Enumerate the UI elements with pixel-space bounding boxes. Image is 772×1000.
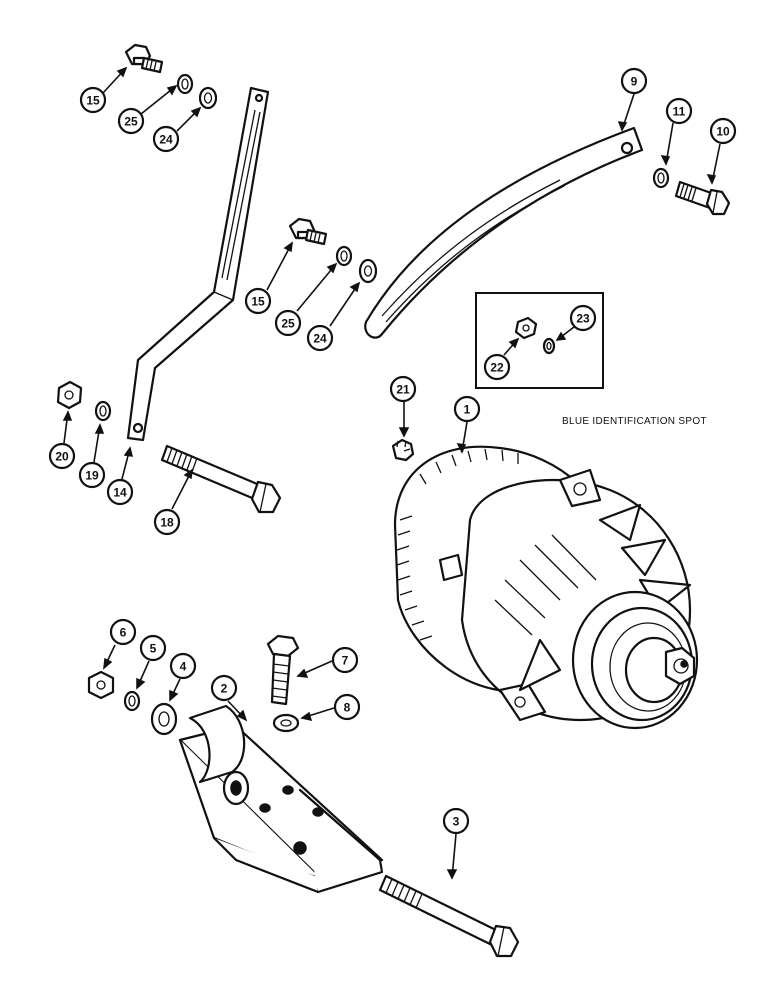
alternator — [393, 445, 699, 730]
callout-9: 9 — [620, 67, 648, 95]
callout-number: 1 — [464, 403, 471, 417]
callout-21: 21 — [389, 375, 417, 403]
callout-number: 25 — [124, 115, 138, 129]
callout-ring — [333, 693, 361, 721]
callout-14: 14 — [106, 478, 134, 506]
callout-number: 3 — [453, 815, 460, 829]
callout-number: 9 — [631, 75, 638, 89]
lock-washer-middle — [335, 245, 353, 267]
callout-number: 2 — [221, 682, 228, 696]
callout-ring — [331, 646, 359, 674]
callout-20: 20 — [48, 442, 76, 470]
callout-23: 23 — [569, 304, 597, 332]
callout-number: 4 — [180, 660, 187, 674]
callout-ring — [78, 461, 106, 489]
callout-number: 19 — [85, 469, 99, 483]
callout-ring — [244, 287, 272, 315]
lock-washer-left — [94, 400, 112, 422]
callout-18: 18 — [153, 508, 181, 536]
callout-3: 3 — [442, 807, 470, 835]
callout-ring — [453, 395, 481, 423]
callout-15: 15 — [79, 86, 107, 114]
adjusting-strap-right — [364, 126, 644, 339]
callout-ring — [48, 442, 76, 470]
long-bolt-upper — [160, 444, 282, 514]
callout-ring — [306, 324, 334, 352]
long-bolt-lower — [378, 874, 520, 958]
flat-washer-middle — [358, 258, 378, 284]
callout-6: 6 — [109, 618, 137, 646]
callout-number: 24 — [159, 133, 173, 147]
callout-number: 20 — [55, 450, 69, 464]
callout-24: 24 — [306, 324, 334, 352]
callout-10: 10 — [709, 117, 737, 145]
callout-ring — [109, 618, 137, 646]
callout-ring — [569, 304, 597, 332]
callout-ring — [153, 508, 181, 536]
callout-11: 11 — [665, 97, 693, 125]
callout-ring — [79, 86, 107, 114]
flat-washer-lower — [150, 702, 178, 736]
callout-ring — [389, 375, 417, 403]
callout-ring — [106, 478, 134, 506]
callout-number: 14 — [113, 486, 127, 500]
callout-number: 25 — [281, 317, 295, 331]
castle-nut — [391, 438, 415, 462]
callout-ring — [442, 807, 470, 835]
callout-number: 8 — [344, 701, 351, 715]
callout-ring — [139, 634, 167, 662]
callout-number: 11 — [673, 105, 686, 119]
flange-screw-top — [124, 43, 164, 74]
leader-lines — [62, 66, 721, 880]
callout-number: 23 — [576, 312, 590, 326]
lock-washer-lower — [123, 690, 141, 712]
adjusting-strap-left — [126, 86, 270, 442]
callout-24: 24 — [152, 125, 180, 153]
callout-ring — [709, 117, 737, 145]
callout-ring — [620, 67, 648, 95]
callout-ring — [117, 107, 145, 135]
callout-number: 7 — [342, 654, 349, 668]
hex-nut-left — [56, 380, 83, 410]
callout-25: 25 — [117, 107, 145, 135]
callout-ring — [152, 125, 180, 153]
callout-number: 15 — [251, 295, 265, 309]
lock-washer-right — [652, 167, 670, 189]
callout-number: 24 — [313, 332, 327, 346]
callout-ring — [169, 652, 197, 680]
callout-number: 21 — [396, 383, 410, 397]
identification-note: BLUE IDENTIFICATION SPOT — [562, 416, 707, 427]
callout-ring — [483, 353, 511, 381]
callout-number: 6 — [120, 626, 127, 640]
callout-4: 4 — [169, 652, 197, 680]
callout-ring — [210, 674, 238, 702]
callout-ring — [274, 309, 302, 337]
callout-number: 5 — [150, 642, 157, 656]
callout-number: 18 — [160, 516, 174, 530]
washer-vertical-bolt — [272, 713, 300, 733]
lock-washer-top — [176, 73, 194, 95]
callout-7: 7 — [331, 646, 359, 674]
callout-1: 1 — [453, 395, 481, 423]
mounting-bracket — [178, 704, 384, 894]
hex-nut-lower — [87, 670, 115, 700]
callout-number: 22 — [490, 361, 504, 375]
callout-layer: 15 25 24 9 11 10 15 25 24 23 22 20 19 14 21 1 18 6 5 4 2 7 8 3 — [48, 67, 737, 835]
flat-washer-top — [198, 86, 218, 110]
bolt-vertical — [266, 634, 300, 706]
callout-22: 22 — [483, 353, 511, 381]
callout-5: 5 — [139, 634, 167, 662]
callout-number: 10 — [716, 125, 730, 139]
callout-15: 15 — [244, 287, 272, 315]
callout-8: 8 — [333, 693, 361, 721]
callout-19: 19 — [78, 461, 106, 489]
callout-ring — [665, 97, 693, 125]
callout-2: 2 — [210, 674, 238, 702]
callout-number: 15 — [86, 94, 100, 108]
bolt-right — [674, 180, 731, 216]
flange-screw-middle — [288, 217, 328, 246]
callout-25: 25 — [274, 309, 302, 337]
